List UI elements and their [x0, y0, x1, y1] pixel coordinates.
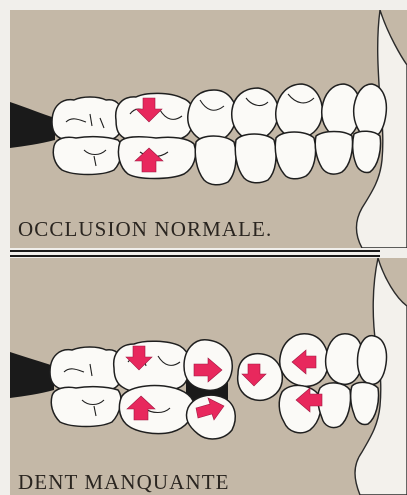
divider-line-2: [10, 255, 380, 257]
lower-molar-tilted: [119, 385, 194, 433]
upper-incisor-2: [354, 84, 387, 138]
lower-molar-1: [51, 387, 121, 427]
lower-molar-1: [53, 137, 121, 175]
lower-premolar-2: [279, 385, 321, 432]
upper-incisor-2: [358, 336, 387, 385]
normal-occlusion-drawing: [10, 10, 407, 248]
caption-normal-occlusion: OCCLUSION NORMALE.: [18, 217, 272, 242]
upper-premolar-1: [188, 90, 236, 142]
missing-tooth-drawing: [10, 258, 407, 495]
upper-premolar-2: [232, 88, 279, 140]
divider-line-1: [10, 250, 380, 252]
panel-missing-tooth: DENT MANQUANTE: [10, 258, 407, 495]
lower-premolar-2: [235, 134, 276, 183]
upper-canine: [276, 84, 323, 138]
caption-missing-tooth: DENT MANQUANTE: [18, 470, 230, 495]
upper-molar-1: [50, 347, 122, 393]
panel-normal-occlusion: OCCLUSION NORMALE.: [10, 10, 407, 248]
lower-premolar-1: [195, 136, 236, 185]
